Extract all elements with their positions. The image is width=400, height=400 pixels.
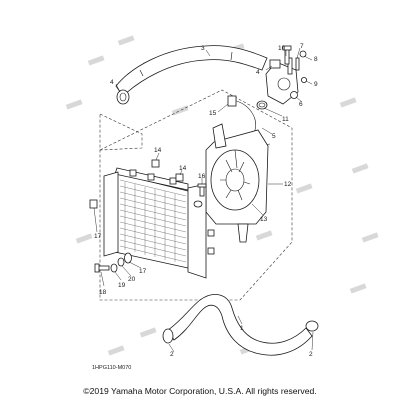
- callout-14a: 14: [154, 147, 162, 154]
- callout-2a: 2: [170, 351, 174, 358]
- callout-16: 16: [198, 173, 206, 180]
- callout-18: 18: [99, 289, 107, 296]
- radiator-top-fittings: [129, 169, 203, 208]
- callout-19: 19: [118, 282, 126, 289]
- callout-4b-thermo: 4: [256, 69, 260, 76]
- callout-15: 15: [209, 110, 217, 117]
- connector-15: [227, 95, 237, 107]
- fan-bracket-lower: [237, 223, 249, 243]
- nut-6: [290, 91, 298, 99]
- callout-labels: 3 4 10 7 8 9 6 4 11 5 15 12 13 14 14 16 …: [92, 43, 318, 371]
- callout-14b: 14: [179, 165, 187, 172]
- callout-1: 1: [240, 325, 244, 332]
- callout-7: 7: [300, 43, 304, 50]
- hose-group-boundary: [99, 113, 143, 151]
- fan-motor: [212, 123, 227, 149]
- callout-9: 9: [314, 81, 318, 88]
- bolt-18: [94, 263, 110, 273]
- callout-12: 12: [284, 181, 292, 188]
- o-ring-11: [256, 100, 268, 110]
- collar-17-upper: [89, 199, 98, 209]
- callout-17a: 17: [94, 233, 102, 240]
- washer-8: [299, 50, 307, 58]
- assembly-boundary: [99, 89, 293, 301]
- collar-20: [117, 257, 125, 267]
- callout-4: 4: [110, 79, 114, 86]
- fan-shroud: [205, 129, 269, 225]
- callout-2b: 2: [309, 351, 313, 358]
- hose-clamp-lower-left: [162, 328, 174, 344]
- hose-clamp-upper: [116, 89, 130, 105]
- drawing-code: 1HPG110-M070: [92, 365, 131, 371]
- callout-13: 13: [260, 216, 268, 223]
- callout-11: 11: [282, 116, 289, 123]
- callout-6: 6: [299, 101, 303, 108]
- leader-lines: [93, 47, 314, 353]
- callout-8: 8: [314, 56, 318, 63]
- grommet-14b: [175, 173, 184, 182]
- grommet-14a: [151, 159, 160, 168]
- lower-hose: [167, 294, 313, 356]
- callout-10: 10: [278, 45, 286, 52]
- radiator-fins: [119, 179, 187, 263]
- callout-5: 5: [272, 133, 276, 140]
- bolt-10: [282, 45, 292, 65]
- bolt-9: [300, 77, 307, 84]
- callout-3: 3: [201, 45, 205, 52]
- hose-clamp-lower-right: [305, 320, 319, 332]
- callout-20: 20: [128, 276, 136, 283]
- callout-17b: 17: [139, 268, 147, 275]
- grommet-17-lower: [124, 252, 132, 264]
- upper-hose: [115, 45, 268, 97]
- bolt-7: [295, 57, 300, 71]
- radiator-side-mount: [207, 229, 215, 255]
- radiator-core: [103, 167, 207, 279]
- washer-19: [110, 263, 118, 273]
- copyright-notice: ©2019 Yamaha Motor Corporation, U.S.A. A…: [83, 386, 317, 396]
